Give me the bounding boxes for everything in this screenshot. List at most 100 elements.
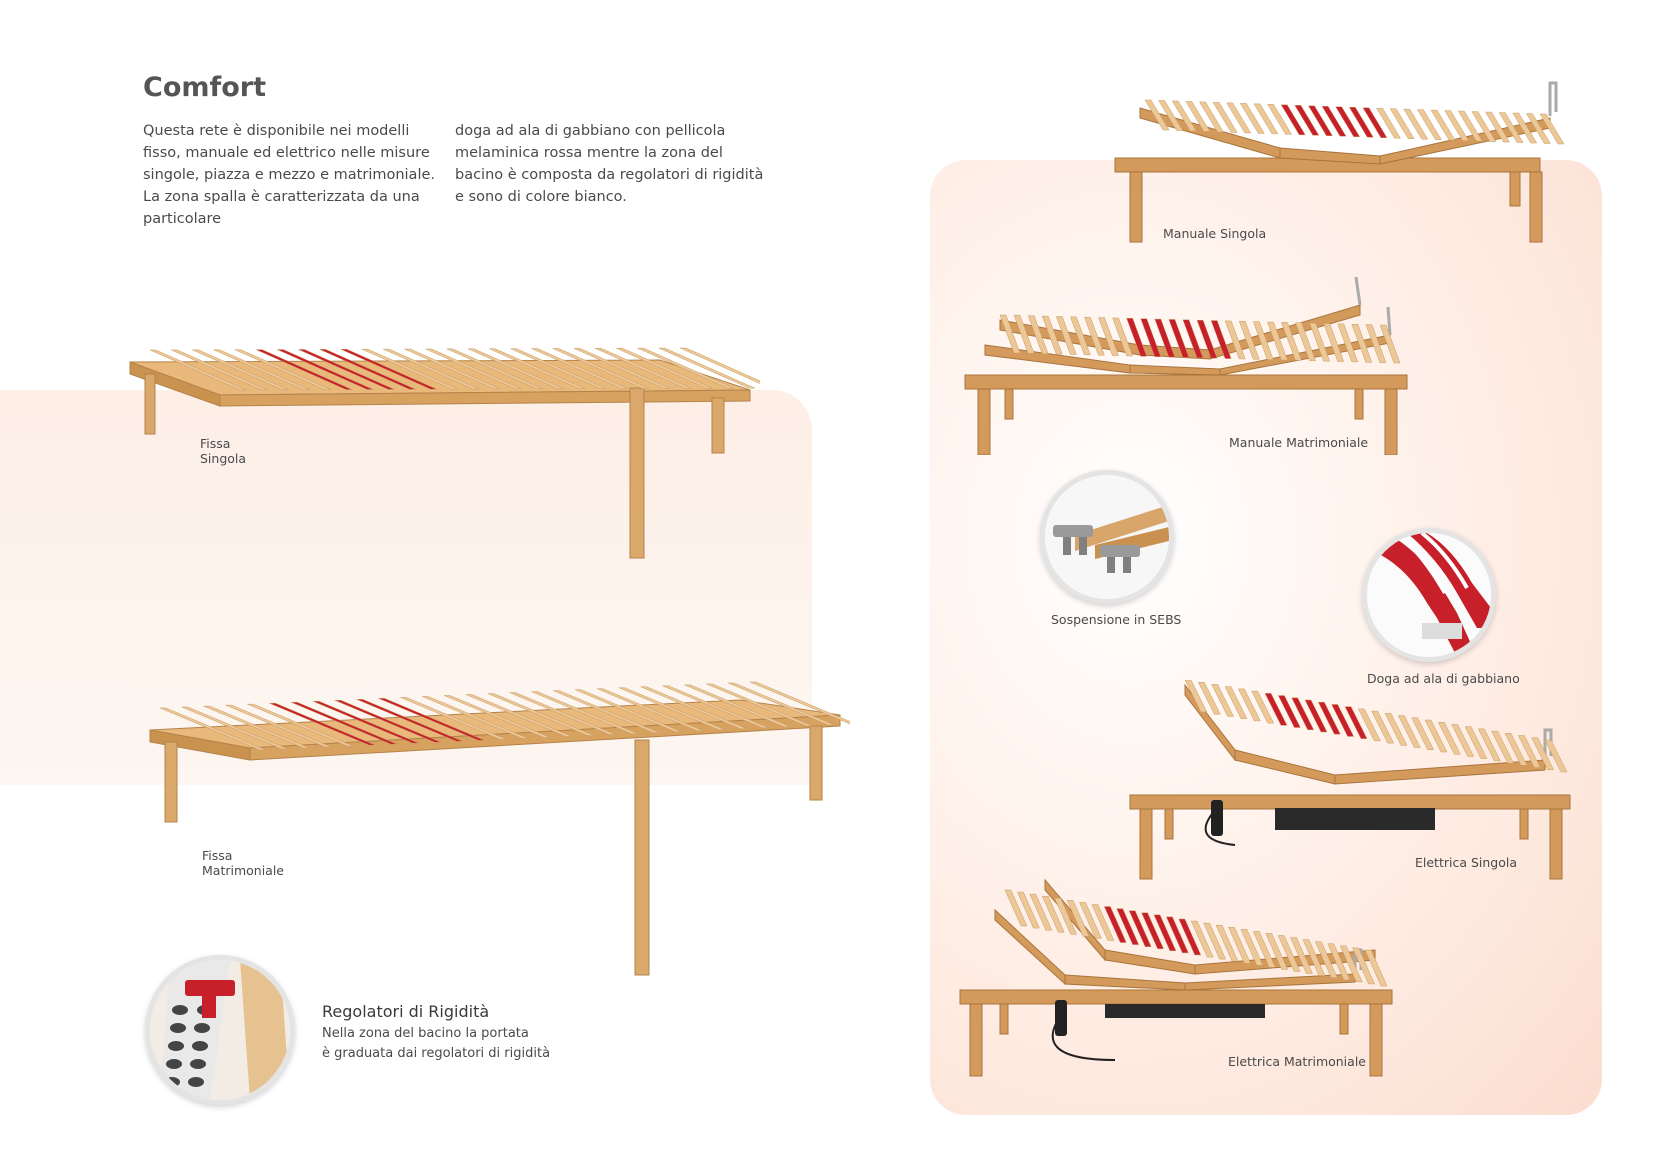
bed-slat <box>1141 912 1164 950</box>
bed-slat <box>1165 916 1189 954</box>
bed-slat <box>1084 316 1105 356</box>
detail-sospensione-circle <box>1040 470 1174 604</box>
bed-slat <box>361 348 459 390</box>
bed-slat <box>1116 908 1140 945</box>
bed-slat <box>1027 315 1049 354</box>
bed-slat <box>213 349 310 391</box>
bed-slat <box>1265 933 1289 970</box>
bed-slat <box>1226 102 1252 134</box>
bed-slat <box>1112 317 1133 357</box>
label-elettrica-singola: Elettrica Singola <box>1415 855 1518 870</box>
bed-slat <box>1013 315 1035 354</box>
bed-slat <box>1379 324 1401 364</box>
bed-slat <box>1309 322 1330 362</box>
bed-slat <box>1144 99 1170 131</box>
bed-slat <box>706 683 813 727</box>
regolatori-image <box>150 960 290 1100</box>
bed-slat <box>637 347 734 389</box>
bed-slat <box>203 705 310 749</box>
bed-slat <box>1471 111 1497 142</box>
bed-slat <box>1517 735 1541 768</box>
bed-slat <box>553 690 660 733</box>
bed-slat <box>1203 922 1227 960</box>
bed-slat <box>1331 704 1355 737</box>
bed-slat <box>1364 949 1388 987</box>
label-fissa-singola-2: Singola <box>200 451 247 466</box>
bed-slat <box>1196 319 1218 359</box>
bed-slat <box>1337 323 1359 363</box>
bed-slat <box>1252 321 1274 360</box>
bed-slat <box>1295 322 1316 362</box>
bed-slat <box>1302 939 1326 976</box>
bed-slat <box>662 685 769 729</box>
intro-text-col2: doga ad ala di gabbiano con pellicola me… <box>455 123 764 205</box>
bed-slat <box>1444 110 1470 141</box>
bed-slat <box>1182 319 1204 359</box>
bed-slat <box>1212 102 1238 133</box>
bed-manuale-singola-image <box>1114 81 1565 243</box>
label-doga: Doga ad ala di gabbiano <box>1367 671 1520 686</box>
bed-slat <box>595 348 692 389</box>
bed-slat <box>1362 107 1388 138</box>
bed-slat <box>1211 684 1235 717</box>
label-sospensione: Sospensione in SEBS <box>1051 612 1182 627</box>
bed-slat <box>1017 891 1040 929</box>
bed-slat <box>1178 918 1202 956</box>
bed-slat <box>1041 895 1065 933</box>
bed-slat <box>1327 943 1351 981</box>
bed-slat <box>1365 324 1387 363</box>
bed-slat <box>1054 898 1078 935</box>
bed-slat <box>1070 316 1091 356</box>
bed-slat <box>1128 910 1152 947</box>
bed-slat <box>467 348 565 390</box>
bed-slat <box>1531 737 1555 771</box>
bed-elettrica-singola-image <box>1129 680 1571 880</box>
label-fissa-matrimoniale-2: Matrimoniale <box>202 863 285 878</box>
bed-slat <box>531 691 638 734</box>
bed-slat <box>1339 945 1363 983</box>
bed-slat <box>446 348 543 390</box>
bed-slat <box>1464 726 1488 759</box>
bed-slat <box>192 349 289 391</box>
bed-slat <box>1158 100 1184 131</box>
bed-slat <box>999 314 1021 354</box>
bed-slat <box>1252 931 1276 968</box>
bed-slat <box>1371 710 1395 744</box>
doga-image <box>1367 533 1491 657</box>
bed-slat <box>404 348 501 390</box>
bed-slat <box>640 686 747 730</box>
label-manuale-matrimoniale: Manuale Matrimoniale <box>1229 435 1369 450</box>
bed-slat <box>679 347 760 384</box>
sospensione-image <box>1045 475 1169 599</box>
detail-doga-circle <box>1362 528 1496 662</box>
bed-slat <box>575 689 682 732</box>
bed-slat <box>225 704 332 748</box>
bed-slat <box>1210 320 1232 359</box>
bed-slat <box>1066 900 1090 937</box>
bed-slat <box>552 348 649 389</box>
bed-slat <box>1416 109 1442 140</box>
bed-slat <box>1321 106 1347 137</box>
bed-slat <box>1304 699 1328 733</box>
bed-slat <box>1348 106 1374 138</box>
bed-slat <box>1491 730 1515 764</box>
bed-slat <box>1512 112 1538 144</box>
bed-slat <box>1351 324 1373 363</box>
bed-slat <box>1437 721 1461 755</box>
bed-slat <box>171 349 268 391</box>
bed-slat <box>356 699 463 742</box>
label-fissa-matrimoniale-1: Fissa <box>202 848 233 863</box>
bed-slat <box>1403 108 1429 140</box>
regolatori-title: Regolatori di Rigidità <box>322 1002 490 1021</box>
bed-slat <box>277 349 374 390</box>
bed-slat <box>1238 321 1260 360</box>
bed-slat <box>1485 111 1510 143</box>
regolatori-text-line1: Nella zona del bacino la portata <box>322 1026 529 1041</box>
bed-slat <box>1308 105 1333 137</box>
bed-slat <box>573 348 671 389</box>
bed-slat <box>1171 100 1197 132</box>
bed-slat <box>334 700 441 743</box>
bed-slat <box>1098 317 1119 356</box>
bed-slat <box>422 696 529 739</box>
bed-slat <box>269 702 376 746</box>
